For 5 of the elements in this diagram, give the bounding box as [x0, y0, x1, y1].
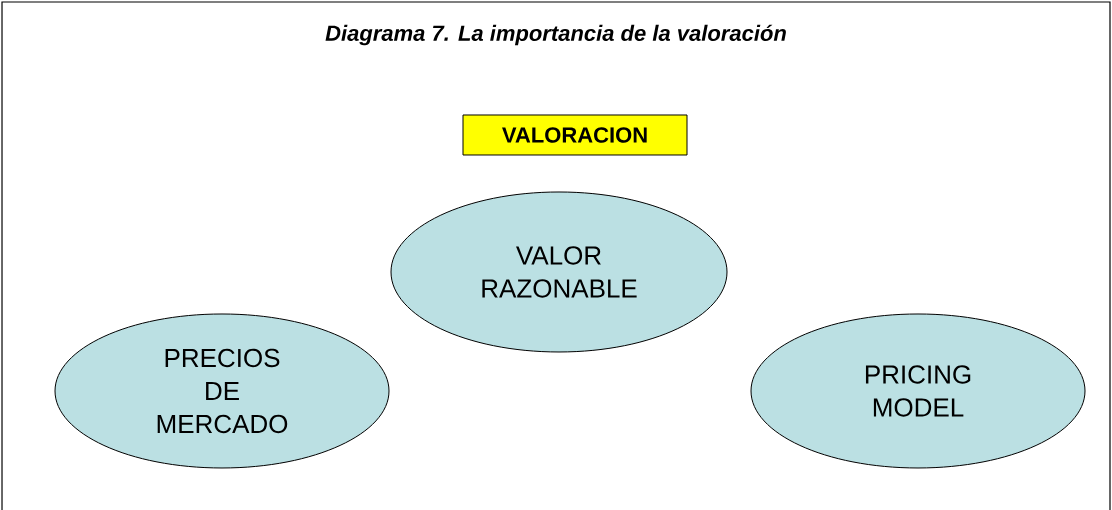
ellipse-node: PRICING MODEL: [750, 313, 1086, 469]
title: Diagrama 7. La importancia de la valoración: [325, 24, 786, 46]
ellipse-node: VALOR RAZONABLE: [390, 191, 728, 353]
label-box: VALORACION: [462, 114, 688, 156]
ellipse-node: PRECIOS DE MERCADO: [54, 313, 390, 469]
